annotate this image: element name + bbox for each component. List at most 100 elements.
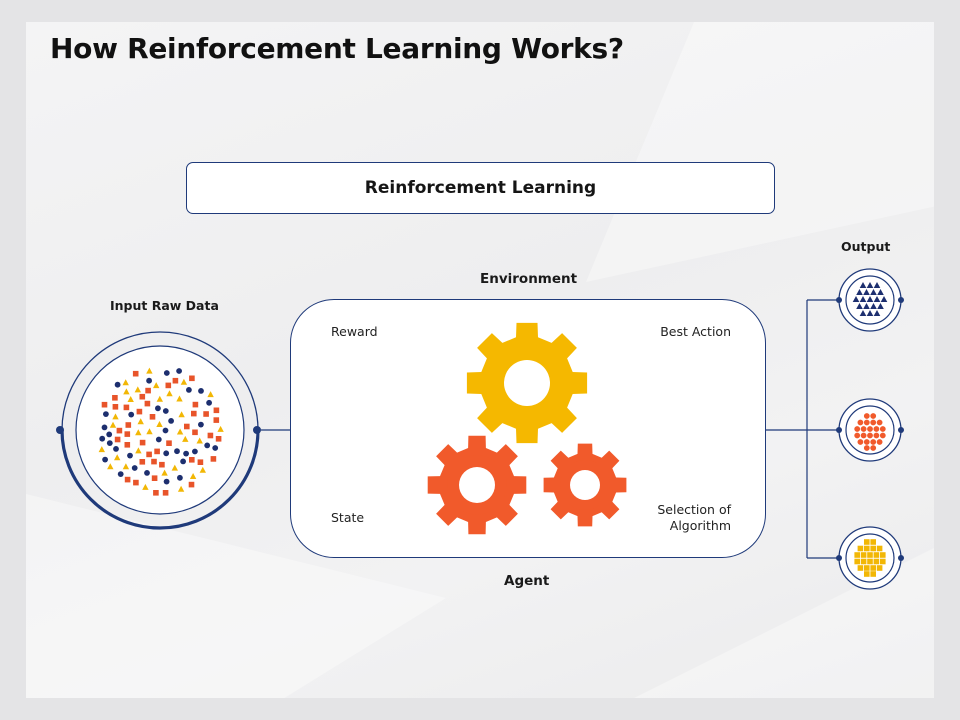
raw-data-point <box>174 448 180 455</box>
reinforcement-learning-box: Reinforcement Learning <box>186 162 775 214</box>
raw-data-point <box>98 446 105 453</box>
raw-data-point <box>192 448 198 455</box>
raw-data-point <box>127 452 133 459</box>
input-data-circle <box>56 331 261 530</box>
raw-data-point <box>149 414 156 420</box>
raw-data-point <box>189 473 197 479</box>
raw-data-point <box>139 393 146 400</box>
raw-data-point <box>112 395 118 401</box>
raw-data-point <box>123 404 130 411</box>
raw-data-point <box>106 440 113 446</box>
raw-data-point <box>122 379 129 386</box>
raw-data-point <box>186 387 192 393</box>
raw-data-point <box>125 422 132 428</box>
raw-data-point <box>124 476 131 483</box>
raw-data-point <box>172 377 179 384</box>
raw-data-scatter-icon <box>98 367 224 496</box>
raw-data-point <box>213 407 220 414</box>
raw-data-point <box>165 382 172 389</box>
raw-data-point <box>135 447 142 454</box>
raw-data-point <box>136 408 143 415</box>
raw-data-point <box>212 445 219 451</box>
raw-data-point <box>166 390 173 397</box>
agent-label: Agent <box>504 573 550 589</box>
raw-data-point <box>114 454 121 461</box>
raw-data-point <box>112 404 119 410</box>
raw-data-point <box>114 436 121 443</box>
raw-data-point <box>101 424 108 431</box>
raw-data-point <box>117 471 124 477</box>
raw-data-point <box>101 401 108 408</box>
raw-data-point <box>99 435 106 442</box>
best-action-label: Best Action <box>660 324 731 339</box>
raw-data-point <box>162 490 169 496</box>
raw-data-point <box>210 456 217 462</box>
raw-data-point <box>144 470 150 476</box>
raw-data-point <box>137 418 144 425</box>
raw-data-point <box>171 464 178 471</box>
raw-data-point <box>196 437 203 444</box>
raw-data-point <box>127 396 134 402</box>
raw-data-point <box>162 427 169 434</box>
raw-data-point <box>146 451 152 458</box>
raw-data-point <box>163 478 170 485</box>
raw-data-point <box>139 459 146 465</box>
raw-data-point <box>162 408 169 414</box>
raw-data-point <box>146 377 152 384</box>
state-label: State <box>331 510 365 525</box>
output-label: Output <box>841 239 891 254</box>
raw-data-point <box>113 446 119 452</box>
raw-data-point <box>192 429 198 436</box>
square-cluster-icon <box>854 539 886 577</box>
raw-data-point <box>124 431 131 437</box>
raw-data-point <box>155 405 161 412</box>
raw-data-point <box>122 463 130 470</box>
reward-label: Reward <box>331 324 378 339</box>
output-squares-circle <box>836 526 904 590</box>
raw-data-point <box>207 432 214 439</box>
raw-data-point <box>203 411 209 417</box>
raw-data-point <box>176 428 184 435</box>
raw-data-point <box>199 466 206 473</box>
raw-data-point <box>153 490 159 496</box>
reinforcement-learning-label: Reinforcement Learning <box>364 178 597 198</box>
raw-data-point <box>207 391 214 398</box>
raw-data-point <box>189 457 195 463</box>
raw-data-point <box>131 465 138 471</box>
raw-data-point <box>102 456 108 463</box>
raw-data-point <box>180 378 188 385</box>
input-raw-data-label: Input Raw Data <box>110 298 219 313</box>
raw-data-point <box>132 370 139 377</box>
raw-data-point <box>145 387 151 394</box>
raw-data-point <box>191 410 197 417</box>
raw-data-point <box>188 481 195 488</box>
raw-data-point <box>215 436 222 442</box>
gear-icon <box>466 322 588 444</box>
raw-data-point <box>153 382 160 389</box>
raw-data-point <box>176 395 183 402</box>
raw-data-point <box>156 395 163 402</box>
raw-data-point <box>106 431 113 438</box>
selection-of-algorithm-label: Selection of Algorithm <box>657 502 731 534</box>
raw-data-point <box>107 463 114 470</box>
output-triangles-circle <box>836 268 904 332</box>
raw-data-point <box>213 417 220 423</box>
raw-data-point <box>134 386 141 393</box>
output-dots-circle <box>836 398 904 462</box>
raw-data-point <box>189 375 195 382</box>
dot-cluster-icon <box>854 413 886 451</box>
raw-data-point <box>112 413 119 420</box>
raw-data-point <box>116 427 123 434</box>
raw-data-point <box>156 421 163 427</box>
raw-data-point <box>151 458 157 465</box>
raw-data-point <box>146 428 153 435</box>
raw-data-point <box>161 469 168 476</box>
environment-label: Environment <box>480 271 578 287</box>
raw-data-point <box>178 411 185 418</box>
gear-icon <box>543 443 627 527</box>
raw-data-point <box>146 367 153 374</box>
raw-data-point <box>168 418 175 424</box>
raw-data-point <box>206 399 213 406</box>
triangle-cluster-icon <box>852 282 888 316</box>
raw-data-point <box>180 458 187 465</box>
